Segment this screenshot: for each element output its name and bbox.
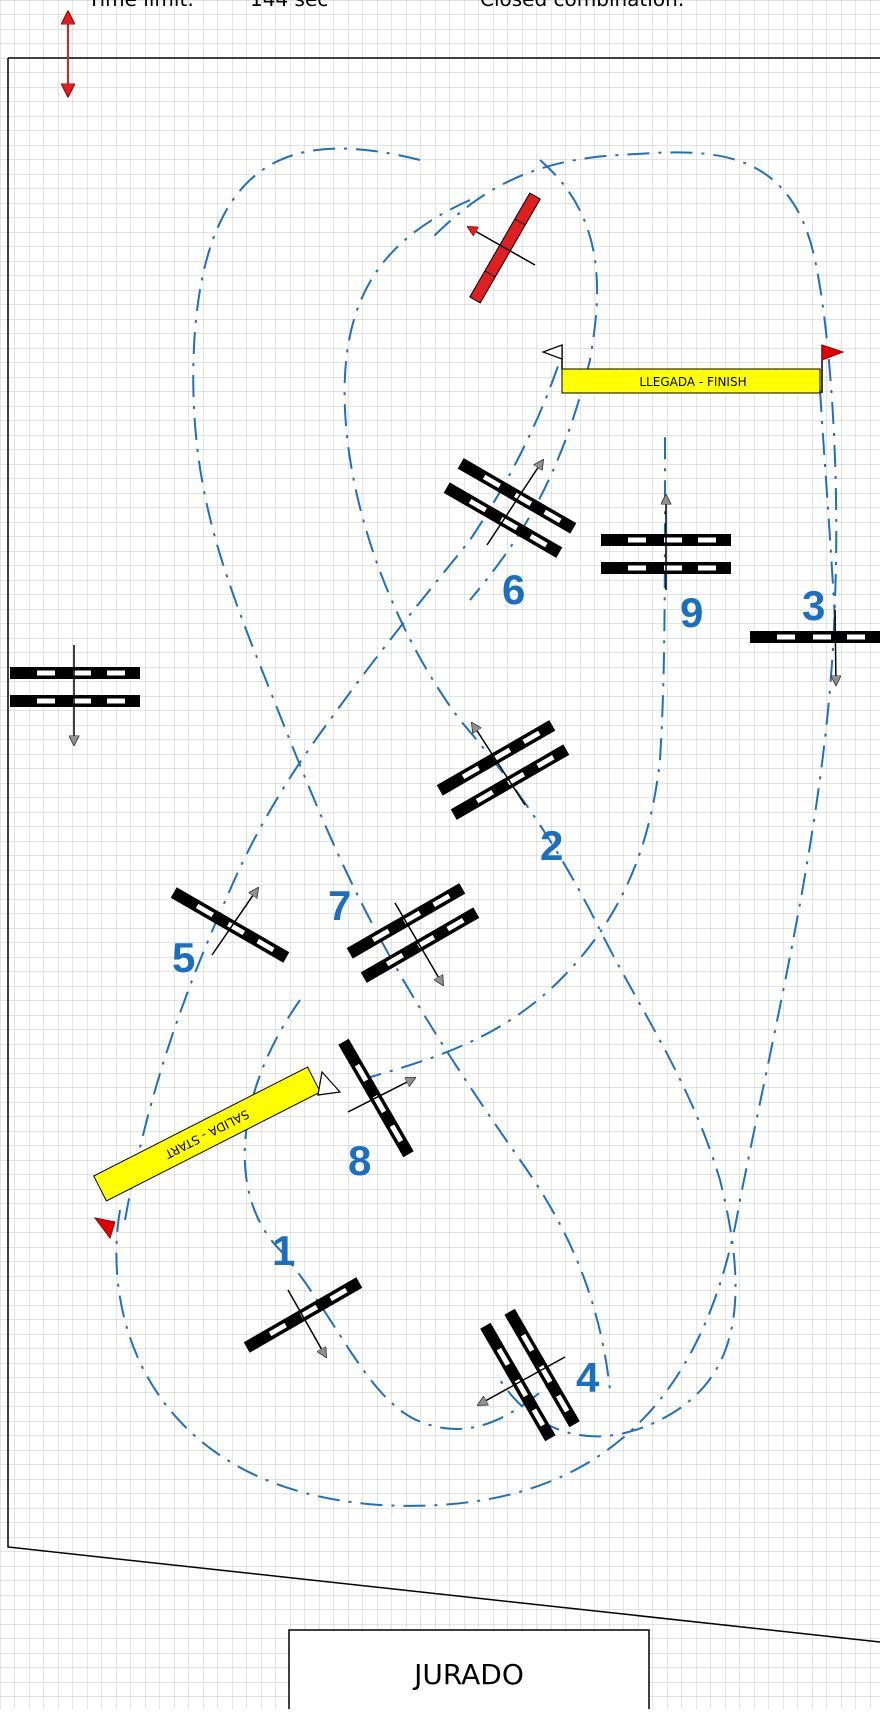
obstacle-number-3: 3 <box>802 582 825 629</box>
obstacle-3-fence <box>750 631 880 643</box>
obstacle-number-5: 5 <box>172 934 195 981</box>
obstacle-number-2: 2 <box>540 822 563 869</box>
finish-banner-text: LLEGADA - FINISH <box>639 375 746 389</box>
obstacle-number-4: 4 <box>576 1354 600 1401</box>
obstacle-number-9: 9 <box>680 589 703 636</box>
time-limit-value: 144 sec <box>250 0 328 11</box>
jury-box-label: JURADO <box>412 1658 524 1691</box>
obstacle-number-6: 6 <box>502 566 525 613</box>
obstacle-number-8: 8 <box>348 1137 371 1184</box>
obstacle-3-arrow-icon <box>835 610 836 685</box>
obstacle-number-1: 1 <box>272 1227 295 1274</box>
time-limit-label: Time limit: <box>87 0 194 11</box>
closed-combination-label: Closed combination: <box>480 0 684 11</box>
obstacle-number-7: 7 <box>328 882 351 929</box>
